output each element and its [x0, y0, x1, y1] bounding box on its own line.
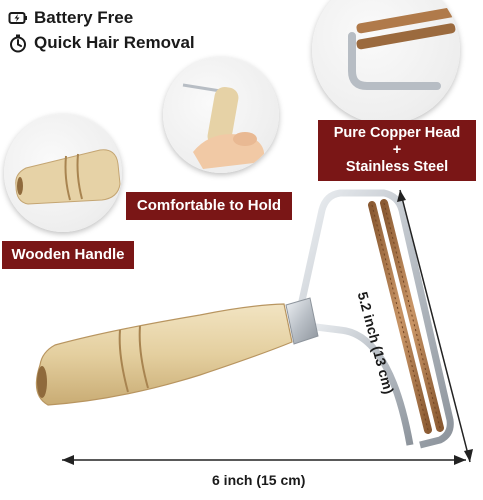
- copper-head-label: Pure Copper Head + Stainless Steel: [318, 120, 476, 181]
- dimension-width-arrow: [62, 455, 466, 465]
- copper-label-line2: +: [392, 142, 402, 158]
- wooden-handle: [35, 303, 293, 406]
- wooden-handle-closeup-image: [15, 149, 121, 205]
- dimension-height-arrow: [397, 189, 473, 463]
- metal-ferrule: [285, 297, 319, 345]
- copper-label-line3: Stainless Steel: [345, 159, 449, 175]
- wooden-handle-closeup: [4, 114, 122, 232]
- stopwatch-icon: [10, 34, 26, 53]
- comfortable-hold-label: Comfortable to Hold: [126, 192, 292, 220]
- feature-text: Battery Free: [34, 8, 134, 27]
- copper-label-line1: Pure Copper Head: [333, 125, 461, 141]
- hand-hold-closeup: [163, 57, 279, 173]
- copper-head-closeup-image: [348, 7, 456, 90]
- battery-bolt-icon: [8, 12, 27, 24]
- hand-hold-closeup-image: [182, 83, 265, 169]
- copper-head: [368, 199, 444, 434]
- steel-frame: [296, 189, 454, 449]
- wooden-handle-label: Wooden Handle: [2, 241, 134, 269]
- feature-battery-free: Battery Free: [8, 8, 133, 28]
- feature-quick-hair-removal: Quick Hair Removal: [8, 33, 195, 53]
- width-dimension-text: 6 inch (15 cm): [212, 472, 306, 488]
- feature-text: Quick Hair Removal: [34, 33, 195, 52]
- copper-head-closeup: [312, 0, 460, 124]
